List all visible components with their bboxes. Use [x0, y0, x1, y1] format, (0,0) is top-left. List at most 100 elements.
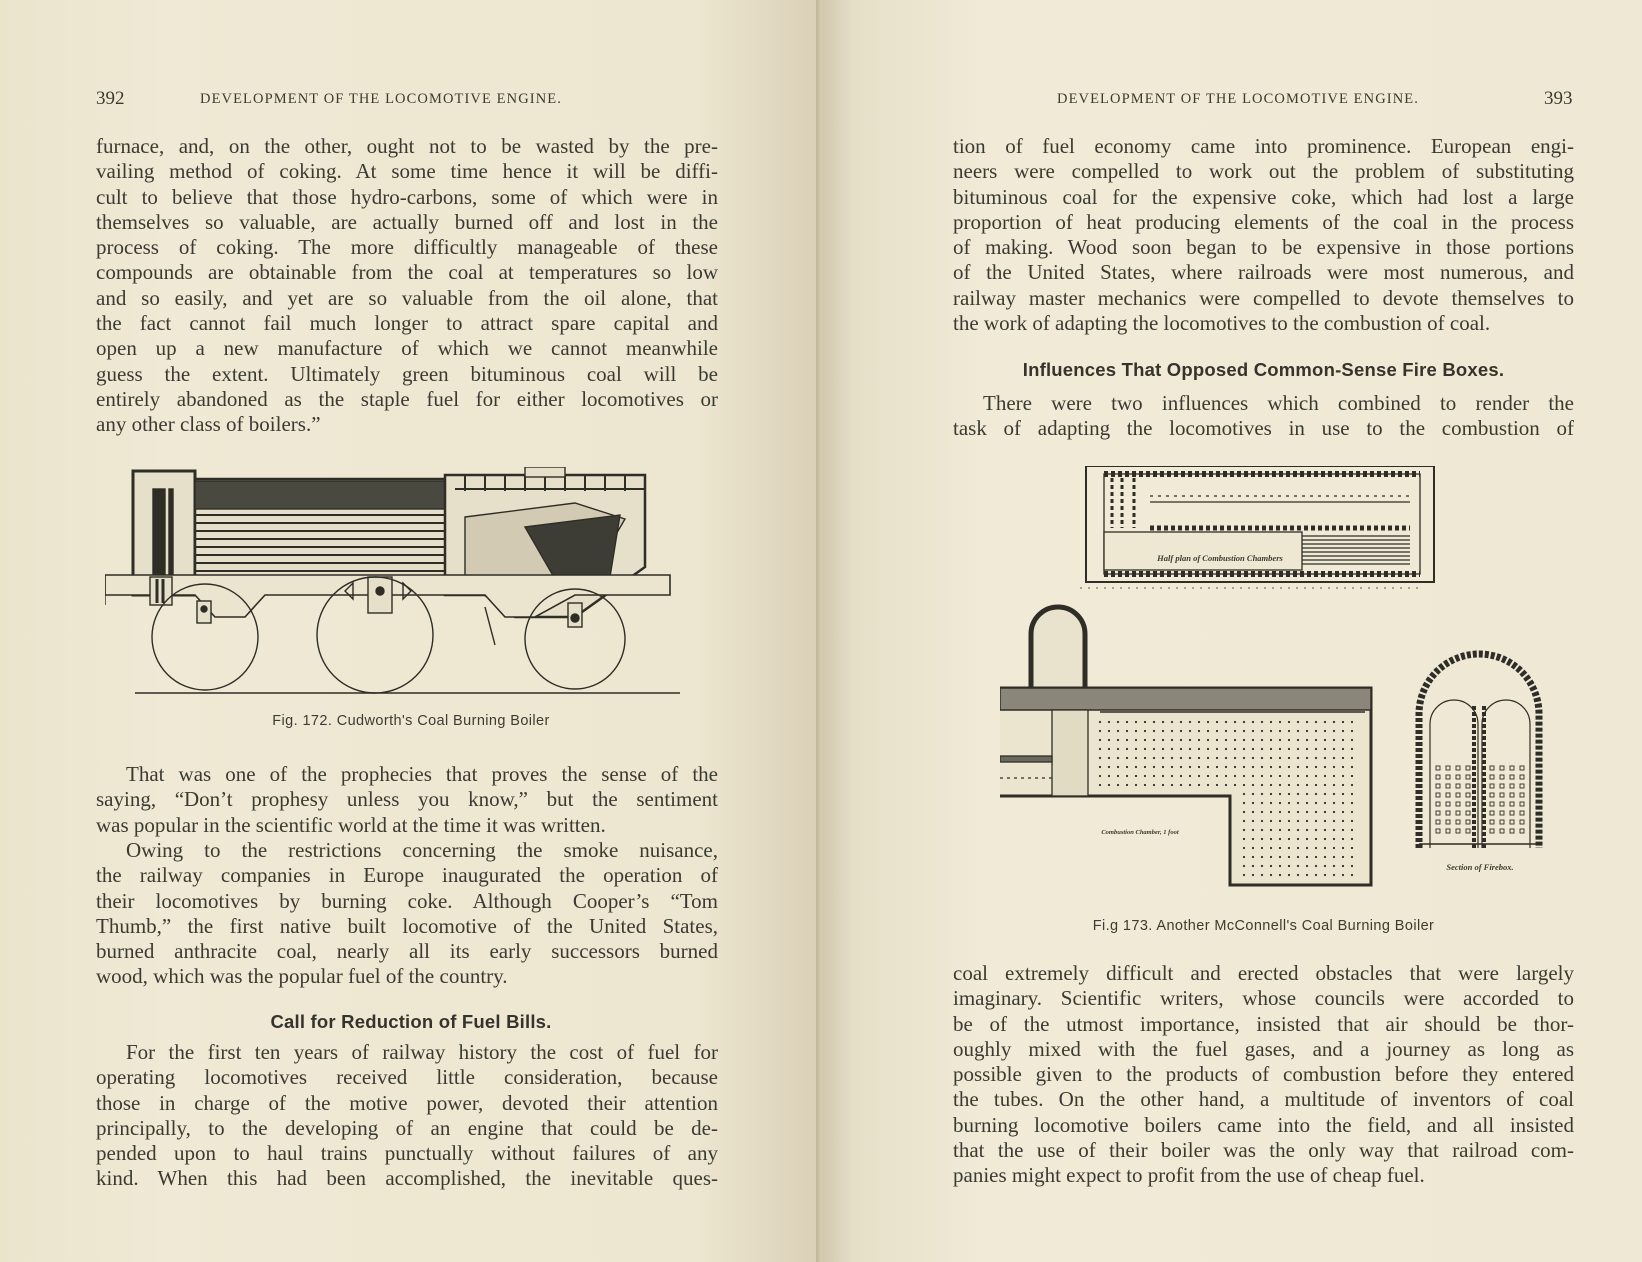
- stay-bolt-dot: [1323, 720, 1327, 724]
- stay-bolt-dot: [1350, 819, 1354, 823]
- stay-bolt-dot: [1269, 801, 1273, 805]
- stay-bolt-dot: [1251, 837, 1255, 841]
- stay-bolt-dot: [1206, 765, 1210, 769]
- text-line: task of adapting the locomotives in use …: [953, 416, 1574, 441]
- stay-bolt-dot: [1287, 756, 1291, 760]
- tube-square: [1499, 819, 1505, 825]
- stay-bolt-dot: [1269, 873, 1273, 877]
- tube-square: [1489, 774, 1495, 780]
- stay-bolt-dot: [1332, 756, 1336, 760]
- text-line: themselves so valuable, are actually bur…: [96, 209, 718, 234]
- stay-bolt-dot: [1305, 837, 1309, 841]
- stay-bolt-dot: [1350, 738, 1354, 742]
- tube-square: [1445, 792, 1451, 798]
- tube-square: [1435, 774, 1441, 780]
- stay-bolt-dot: [1116, 720, 1120, 724]
- side-section-drawing: [1000, 604, 1373, 887]
- paragraph: furnace, and, on the other, ought not to…: [96, 134, 718, 438]
- stay-bolt-dot: [1269, 783, 1273, 787]
- tube-square: [1499, 801, 1505, 807]
- stay-bolt-dot: [1305, 747, 1309, 751]
- stay-bolt-dot: [1260, 720, 1264, 724]
- text-line: entirely abandoned as the staple fuel fo…: [96, 386, 718, 411]
- tube-square: [1499, 810, 1505, 816]
- stay-bolt-dot: [1197, 765, 1201, 769]
- stay-bolt-dot: [1116, 747, 1120, 751]
- stay-bolt-dot: [1179, 738, 1183, 742]
- stay-bolt-dot: [1260, 792, 1264, 796]
- stay-bolt-dot: [1098, 729, 1102, 733]
- text-line: cult to believe that those hydro-carbons…: [96, 184, 718, 209]
- stay-bolt-dot: [1233, 774, 1237, 778]
- stay-bolt-dot: [1215, 738, 1219, 742]
- stay-bolt-dot: [1323, 783, 1327, 787]
- tube-square: [1489, 819, 1495, 825]
- paragraph: For the first ten years of railway histo…: [96, 1040, 718, 1192]
- stay-bolt-dot: [1350, 729, 1354, 733]
- stay-bolt-dot: [1242, 792, 1246, 796]
- stay-bolt-dot: [1341, 738, 1345, 742]
- wheel: [524, 588, 626, 690]
- stay-bolt-dot: [1269, 810, 1273, 814]
- stay-bolt-dot: [1242, 720, 1246, 724]
- stay-bolt-dot: [1215, 747, 1219, 751]
- tube-square: [1465, 819, 1471, 825]
- text-line: any other class of boilers.”: [96, 412, 321, 437]
- stay-bolt-dot: [1341, 720, 1345, 724]
- tube-square: [1445, 810, 1451, 816]
- stay-bolt-dot: [1134, 783, 1138, 787]
- text-line: vailing method of coking. At some time h…: [96, 159, 718, 184]
- stay-bolt-dot: [1305, 855, 1309, 859]
- stay-bolt-dot: [1323, 846, 1327, 850]
- text-line: imaginary. Scientific writers, whose cou…: [953, 986, 1574, 1011]
- stay-bolt-dot: [1341, 765, 1345, 769]
- stay-bolt-dot: [1224, 765, 1228, 769]
- tube-square: [1519, 765, 1525, 771]
- firebox-section-drawing: [1415, 650, 1543, 848]
- page-number-right: 393: [1544, 88, 1573, 109]
- stay-bolt-dot: [1260, 774, 1264, 778]
- stay-bolt-dot: [1107, 720, 1111, 724]
- text-line: wood, which was the popular fuel of the …: [96, 964, 508, 989]
- stay-bolt-dot: [1242, 765, 1246, 769]
- tube-square: [1509, 810, 1515, 816]
- stay-bolt-dot: [1098, 774, 1102, 778]
- text-line: burned anthracite coal, nearly all its e…: [96, 939, 718, 964]
- stay-bolt-dot: [1161, 729, 1165, 733]
- stay-bolt-dot: [1350, 873, 1354, 877]
- stay-bolt-dot: [1170, 720, 1174, 724]
- figure-label: Section of Firebox.: [1446, 862, 1513, 872]
- tube-square: [1455, 801, 1461, 807]
- text-line: guess the extent. Ultimately green bitum…: [96, 361, 718, 386]
- stay-bolt-dot: [1134, 729, 1138, 733]
- stay-bolt-dot: [1107, 738, 1111, 742]
- tube-square: [1465, 765, 1471, 771]
- stay-bolt-dot: [1332, 864, 1336, 868]
- half-plan-drawing: [1080, 466, 1435, 589]
- stay-bolt-dot: [1170, 729, 1174, 733]
- stay-bolt-dot: [1152, 756, 1156, 760]
- text-line: coal extremely difficult and erected obs…: [953, 961, 1574, 985]
- text-line: the fact cannot fail much longer to attr…: [96, 311, 718, 336]
- stay-bolt-dot: [1296, 738, 1300, 742]
- stay-bolt-dot: [1269, 855, 1273, 859]
- stay-bolt-dot: [1332, 846, 1336, 850]
- stay-bolt-dot: [1350, 837, 1354, 841]
- stay-bolt-dot: [1242, 837, 1246, 841]
- stay-bolt-dot: [1233, 765, 1237, 769]
- stay-bolt-dot: [1188, 756, 1192, 760]
- stay-bolt-dot: [1323, 747, 1327, 751]
- text-line: burning locomotive boilers came into the…: [953, 1112, 1574, 1137]
- tube-square: [1445, 801, 1451, 807]
- stay-bolt-dot: [1287, 765, 1291, 769]
- stay-bolt-dot: [1269, 819, 1273, 823]
- running-head-left: DEVELOPMENT OF THE LOCOMOTIVE ENGINE.: [200, 91, 562, 107]
- tube-square: [1489, 828, 1495, 834]
- tube-square: [1455, 765, 1461, 771]
- stay-bolt-dot: [1233, 720, 1237, 724]
- stay-bolt-dot: [1251, 828, 1255, 832]
- stay-bolt-dot: [1206, 720, 1210, 724]
- tube-square: [1509, 792, 1515, 798]
- stay-bolt-dot: [1143, 720, 1147, 724]
- stay-bolt-dot: [1251, 873, 1255, 877]
